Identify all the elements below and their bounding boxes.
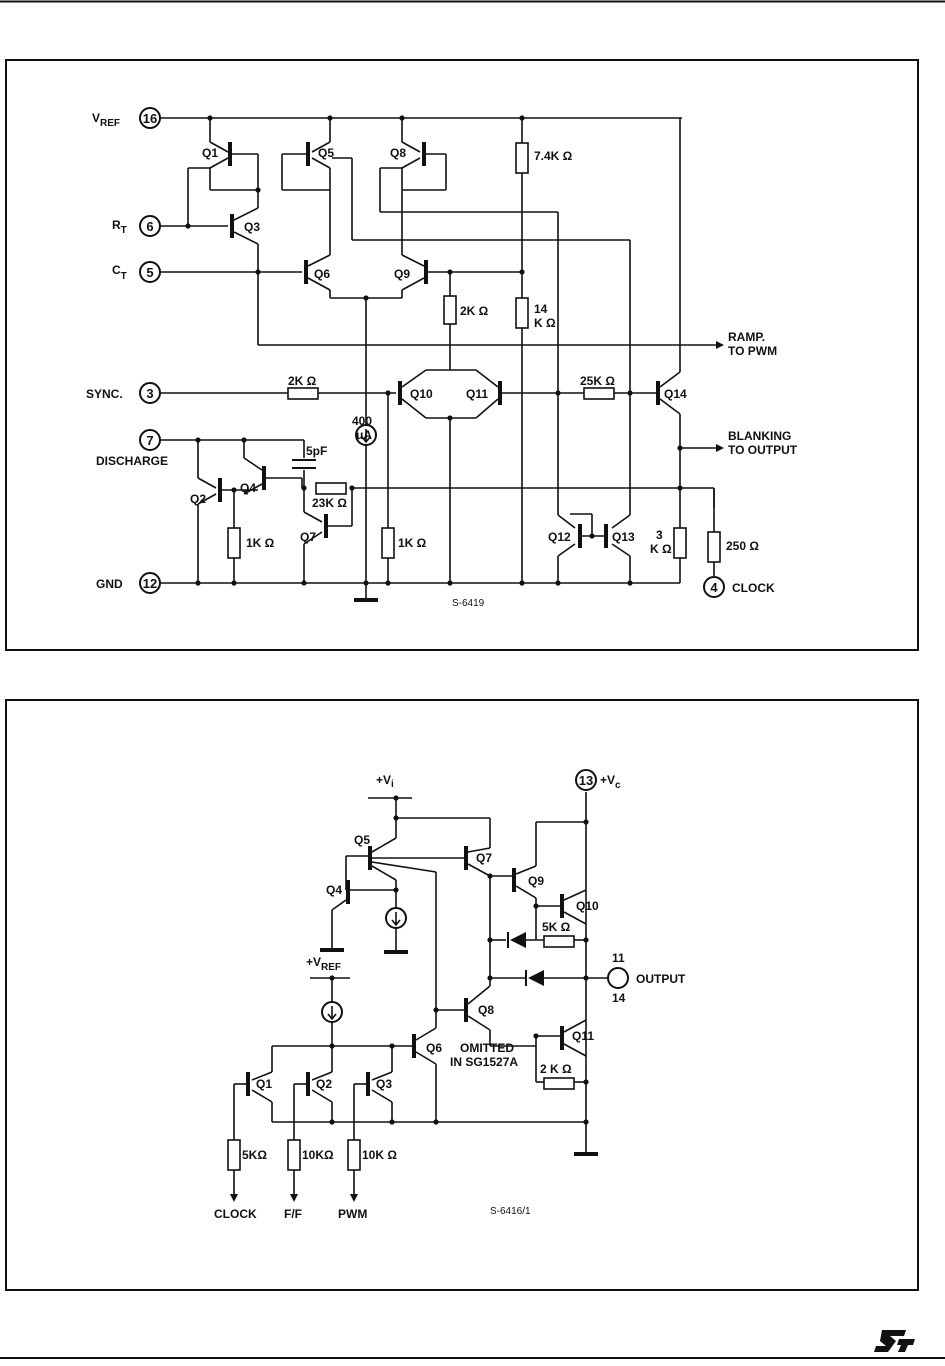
out-q3-label: Q3 — [376, 1077, 392, 1091]
r-25k-label: 25K Ω — [580, 374, 615, 388]
osc-q7-label: Q7 — [300, 530, 316, 544]
svg-text:7: 7 — [146, 433, 153, 448]
omitted-label-line2: IN SG1527A — [450, 1055, 518, 1069]
rt-label: RT — [112, 218, 127, 236]
r-2k-out-label: 2 K Ω — [540, 1062, 572, 1076]
vi-label: +Vi — [376, 773, 394, 790]
output-stage-schematic: 13 +Vi +Vc +VREF 11 14 OUTPUT OMITTED IN… — [214, 769, 686, 1221]
ramp-label-line1: RAMP. — [728, 330, 765, 344]
blanking-label-line1: BLANKING — [728, 429, 791, 443]
output-stage-ref: S-6416/1 — [490, 1206, 531, 1217]
r-2k-ramp-label: 2K Ω — [460, 304, 489, 318]
osc-q6-label: Q6 — [314, 267, 330, 281]
oscillator-ref: S-6419 — [452, 598, 485, 609]
osc-q10-label: Q10 — [410, 387, 433, 401]
out-ff-label: F/F — [284, 1207, 302, 1221]
pin-rt: 6 — [139, 215, 161, 237]
osc-q12-label: Q12 — [548, 530, 571, 544]
out-q9-label: Q9 — [528, 874, 544, 888]
out-q11-label: Q11 — [572, 1029, 594, 1043]
pin-discharge: 7 — [139, 429, 161, 451]
r-14k-label-line1: 14 — [534, 302, 548, 316]
current-source-label-line2: μA — [356, 428, 372, 442]
out-vref-label: +VREF — [306, 955, 341, 973]
r-10k-pwm-label: 10K Ω — [362, 1148, 397, 1162]
r-7-4k-label: 7.4K Ω — [534, 149, 573, 163]
osc-q4-label: Q4 — [240, 481, 256, 495]
r-1k-q2-label: 1K Ω — [246, 536, 275, 550]
st-logo-icon — [874, 1330, 915, 1352]
vref-label: VREF — [92, 111, 120, 129]
svg-text:4: 4 — [710, 580, 718, 595]
r-10k-ff-label: 10KΩ — [302, 1148, 334, 1162]
osc-q8-label: Q8 — [390, 146, 406, 160]
sync-label: SYNC. — [86, 387, 123, 401]
osc-q11-label: Q11 — [466, 387, 488, 401]
pin-sync: 3 — [139, 382, 161, 404]
svg-text:16: 16 — [143, 111, 157, 126]
r-14k-label-line2: K Ω — [534, 316, 556, 330]
out-q10-label: Q10 — [576, 899, 599, 913]
out-q4-label: Q4 — [326, 883, 342, 897]
gnd-label: GND — [96, 577, 123, 591]
oscillator-frame — [5, 59, 919, 651]
out-q5-label: Q5 — [354, 833, 370, 847]
oscillator-schematic: 16 6 5 3 7 12 4 VREF RT CT SYNC. DISCHAR… — [86, 107, 798, 609]
r-5k-clock-label: 5KΩ — [242, 1148, 267, 1162]
osc-q9-label: Q9 — [394, 267, 410, 281]
r-250-label: 250 Ω — [726, 539, 759, 553]
pin-ct: 5 — [139, 261, 161, 283]
out-q8-label: Q8 — [478, 1003, 494, 1017]
out-q6-label: Q6 — [426, 1041, 442, 1055]
r-1k-q10-label: 1K Ω — [398, 536, 427, 550]
out-clock-label: CLOCK — [214, 1207, 257, 1221]
out-q2-label: Q2 — [316, 1077, 332, 1091]
vc-pin: 13 — [579, 773, 593, 788]
osc-q13-label: Q13 — [612, 530, 635, 544]
pin-gnd: 12 — [139, 572, 161, 594]
output-pin-top: 11 — [612, 951, 625, 965]
out-pwm-label: PWM — [338, 1207, 367, 1221]
out-q7-label: Q7 — [476, 851, 492, 865]
ramp-label-line2: TO PWM — [728, 344, 777, 358]
osc-q5-label: Q5 — [318, 146, 334, 160]
osc-q2-label: Q2 — [190, 492, 206, 506]
osc-q14-label: Q14 — [664, 387, 687, 401]
svg-text:12: 12 — [143, 576, 157, 591]
svg-text:5: 5 — [146, 265, 153, 280]
current-source-label-line1: 400 — [352, 414, 372, 428]
out-q1-label: Q1 — [256, 1077, 272, 1091]
osc-q1-label: Q1 — [202, 146, 218, 160]
svg-text:3: 3 — [146, 386, 153, 401]
capacitor-label: 5pF — [306, 444, 327, 458]
r-23k-label: 23K Ω — [312, 496, 347, 510]
vc-label: +Vc — [600, 773, 621, 791]
r-3k-label-line2: K Ω — [650, 542, 672, 556]
blanking-label-line2: TO OUTPUT — [728, 443, 798, 457]
discharge-label: DISCHARGE — [96, 454, 168, 468]
r-5k-top-label: 5K Ω — [542, 920, 571, 934]
osc-q3-label: Q3 — [244, 220, 260, 234]
svg-text:6: 6 — [146, 219, 153, 234]
ct-label: CT — [112, 263, 127, 282]
r-2k-sync-label: 2K Ω — [288, 374, 317, 388]
pin-vref: 16 — [139, 107, 161, 129]
clock-label: CLOCK — [732, 581, 775, 595]
output-pin-bottom: 14 — [612, 991, 626, 1005]
pin-clock: 4 — [703, 576, 725, 598]
r-3k-label-line1: 3 — [656, 528, 663, 542]
omitted-label-line1: OMITTED — [460, 1041, 514, 1055]
output-frame — [5, 699, 919, 1291]
output-label: OUTPUT — [636, 972, 686, 986]
